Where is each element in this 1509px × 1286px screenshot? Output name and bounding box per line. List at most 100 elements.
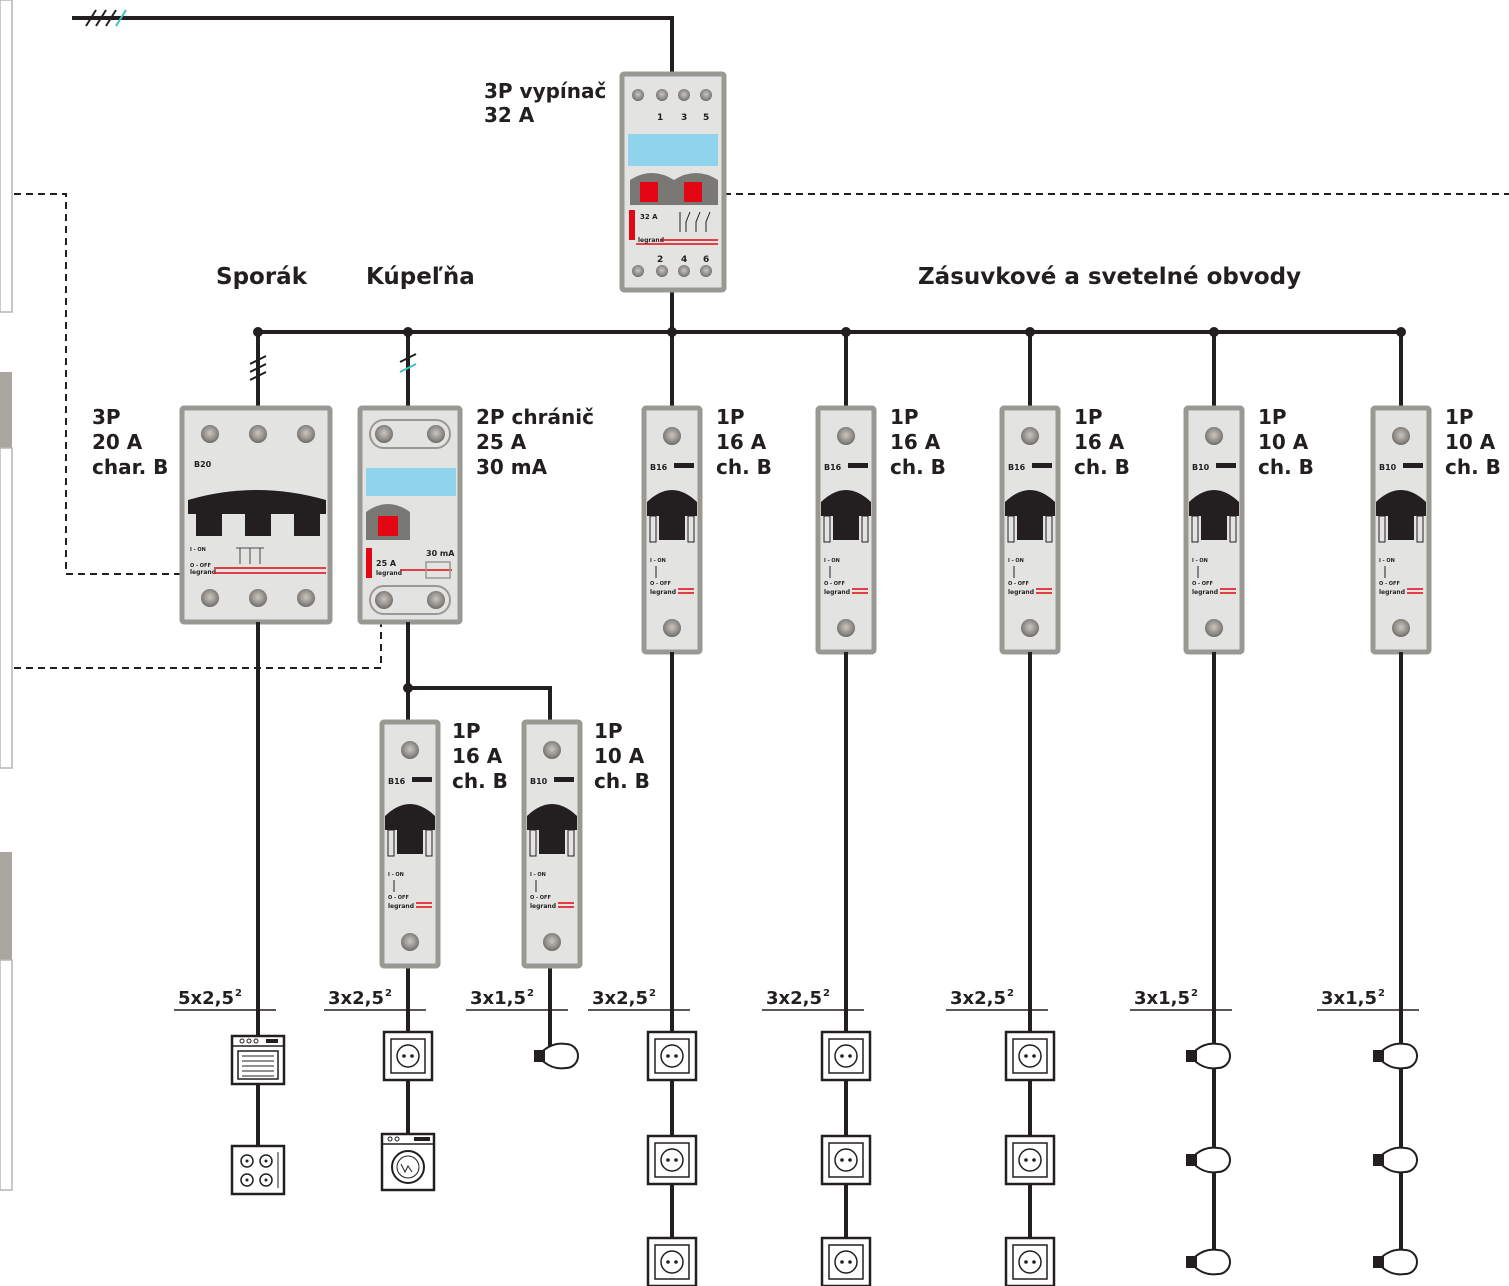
circuit-breaker-3-off-text: O - OFF — [1008, 581, 1029, 587]
circuit-breaker-4-label-1: 10 A — [1258, 430, 1309, 454]
bathroom-breaker-2-label-2: ch. B — [594, 769, 650, 793]
terminal-6: 6 — [703, 255, 709, 265]
bathroom-breaker-1-code: B16 — [388, 777, 406, 786]
socket-icon — [382, 1030, 434, 1082]
section-title-sockets-lights: Zásuvkové a svetelné obvody — [918, 264, 1301, 290]
main-switch: 3P vypínač 32 A 1 3 5 32 A legrand 2 4 6 — [484, 71, 727, 293]
bathroom-breaker-2-on-text: I - ON — [530, 872, 546, 878]
bathroom-breaker-1-label-1: 16 A — [452, 744, 503, 768]
circuit-cable-2-sup: 2 — [823, 988, 830, 999]
rcd-brand: legrand — [376, 570, 402, 577]
bathroom-breaker-2-brand: legrand — [530, 903, 556, 910]
light-bulb-icon — [1186, 1146, 1231, 1174]
bathroom-breaker-2-label-0: 1P — [594, 719, 623, 743]
circuit-breaker-1-code: B16 — [650, 463, 668, 472]
circuit-breaker-5-code: B10 — [1379, 463, 1397, 472]
main-switch-label: 3P vypínač — [484, 79, 606, 103]
circuit-breaker-1-brand: legrand — [650, 589, 676, 596]
circuit-breaker-3-code: B16 — [1008, 463, 1026, 472]
circuit-breaker-1-on-text: I - ON — [650, 558, 666, 564]
socket-icon — [1004, 1030, 1056, 1082]
circuit-breaker-3: B16 I - ON O - OFF legrand — [999, 405, 1061, 655]
socket-icon — [820, 1134, 872, 1186]
terminal-5: 5 — [703, 113, 709, 123]
circuit-cable-1-sup: 2 — [649, 988, 656, 999]
circuit-cable-5-text: 3x1,5 — [1321, 988, 1377, 1009]
circuit-breaker-3-brand: legrand — [1008, 589, 1034, 596]
circuit-breaker-3-on-text: I - ON — [1008, 558, 1024, 564]
circuit-breaker-2-brand: legrand — [824, 589, 850, 596]
circuit-breaker-1-label-2: ch. B — [716, 455, 772, 479]
circuit-breaker-5-brand: legrand — [1379, 589, 1405, 596]
light-bulb-icon — [1186, 1248, 1231, 1276]
circuit-breaker-4-brand: legrand — [1192, 589, 1218, 596]
circuit-breaker-5-label-0: 1P — [1445, 405, 1474, 429]
circuit-cable-1-text: 3x2,5 — [592, 988, 648, 1009]
main-switch-rating-label: 32 A — [484, 103, 535, 127]
bathroom-cable-2-text: 3x1,5 — [470, 988, 526, 1009]
circuit-breaker-2-off-text: O - OFF — [824, 581, 845, 587]
terminal-1: 1 — [657, 113, 663, 123]
bathroom-cable-1-sup: 2 — [385, 988, 392, 999]
phase-mark — [105, 9, 117, 27]
main-switch-brand: legrand — [638, 237, 664, 244]
circuit-breaker-3-label-0: 1P — [1074, 405, 1103, 429]
washing-machine-icon — [380, 1132, 436, 1192]
circuit-breaker-4-code: B10 — [1192, 463, 1210, 472]
bathroom-cable-1-text: 3x2,5 — [328, 988, 384, 1009]
circuit-breaker-3-label-1: 16 A — [1074, 430, 1125, 454]
phase-mark — [115, 9, 127, 27]
stove-cable-sup: 2 — [235, 988, 242, 999]
light-bulb-icon — [1373, 1146, 1418, 1174]
bathroom-breaker-2-label-1: 10 A — [594, 744, 645, 768]
light-bulb-icon — [1186, 1042, 1231, 1070]
circuit-breaker-4-on-text: I - ON — [1192, 558, 1208, 564]
circuit-breaker-2-label-1: 16 A — [890, 430, 941, 454]
circuit-breaker-3-label-2: ch. B — [1074, 455, 1130, 479]
rcd-split-node — [403, 683, 413, 693]
stove-breaker-on-text: I - ON — [190, 547, 206, 553]
circuit-breaker-1-off-text: O - OFF — [650, 581, 671, 587]
stove-breaker-rating: 20 A — [92, 430, 143, 454]
bathroom-breaker-2-off-text: O - OFF — [530, 895, 551, 901]
terminal-3: 3 — [681, 113, 687, 123]
circuit-cable-3-text: 3x2,5 — [950, 988, 1006, 1009]
terminal-4: 4 — [681, 255, 687, 265]
bathroom-breaker-1-on-text: I - ON — [388, 872, 404, 878]
circuit-breaker-2-on-text: I - ON — [824, 558, 840, 564]
stove-breaker-char: char. B — [92, 455, 168, 479]
rcd-rating: 25 A — [376, 559, 397, 568]
circuit-breaker-2-label-2: ch. B — [890, 455, 946, 479]
circuit-breaker-5-on-text: I - ON — [1379, 558, 1395, 564]
section-title-bathroom: Kúpeľňa — [366, 264, 475, 290]
rcd-rating-label: 25 A — [476, 430, 527, 454]
section-title-stove: Sporák — [216, 264, 308, 290]
socket-icon — [1004, 1134, 1056, 1186]
main-switch-rating: 32 A — [640, 213, 658, 221]
light-bulb-icon — [534, 1042, 579, 1070]
terminal-2: 2 — [657, 255, 663, 265]
rcd-conductor-marks — [399, 353, 417, 373]
circuit-breaker-4-label-0: 1P — [1258, 405, 1287, 429]
bathroom-breaker-1-brand: legrand — [388, 903, 414, 910]
circuit-breaker-5-off-text: O - OFF — [1379, 581, 1400, 587]
circuit-breaker-4-off-text: O - OFF — [1192, 581, 1213, 587]
circuit-breaker-1-label-0: 1P — [716, 405, 745, 429]
socket-icon — [820, 1236, 872, 1286]
stove-cable-text: 5x2,5 — [178, 988, 234, 1009]
circuit-cable-2-text: 3x2,5 — [766, 988, 822, 1009]
bathroom-cable-2-sup: 2 — [527, 988, 534, 999]
stove-breaker: 3P 20 A char. B B20 I - ON O - OFF legra… — [92, 405, 333, 625]
circuit-cable-3-sup: 2 — [1007, 988, 1014, 999]
bus-nodes — [253, 327, 1406, 337]
dashed-links — [14, 193, 1509, 669]
